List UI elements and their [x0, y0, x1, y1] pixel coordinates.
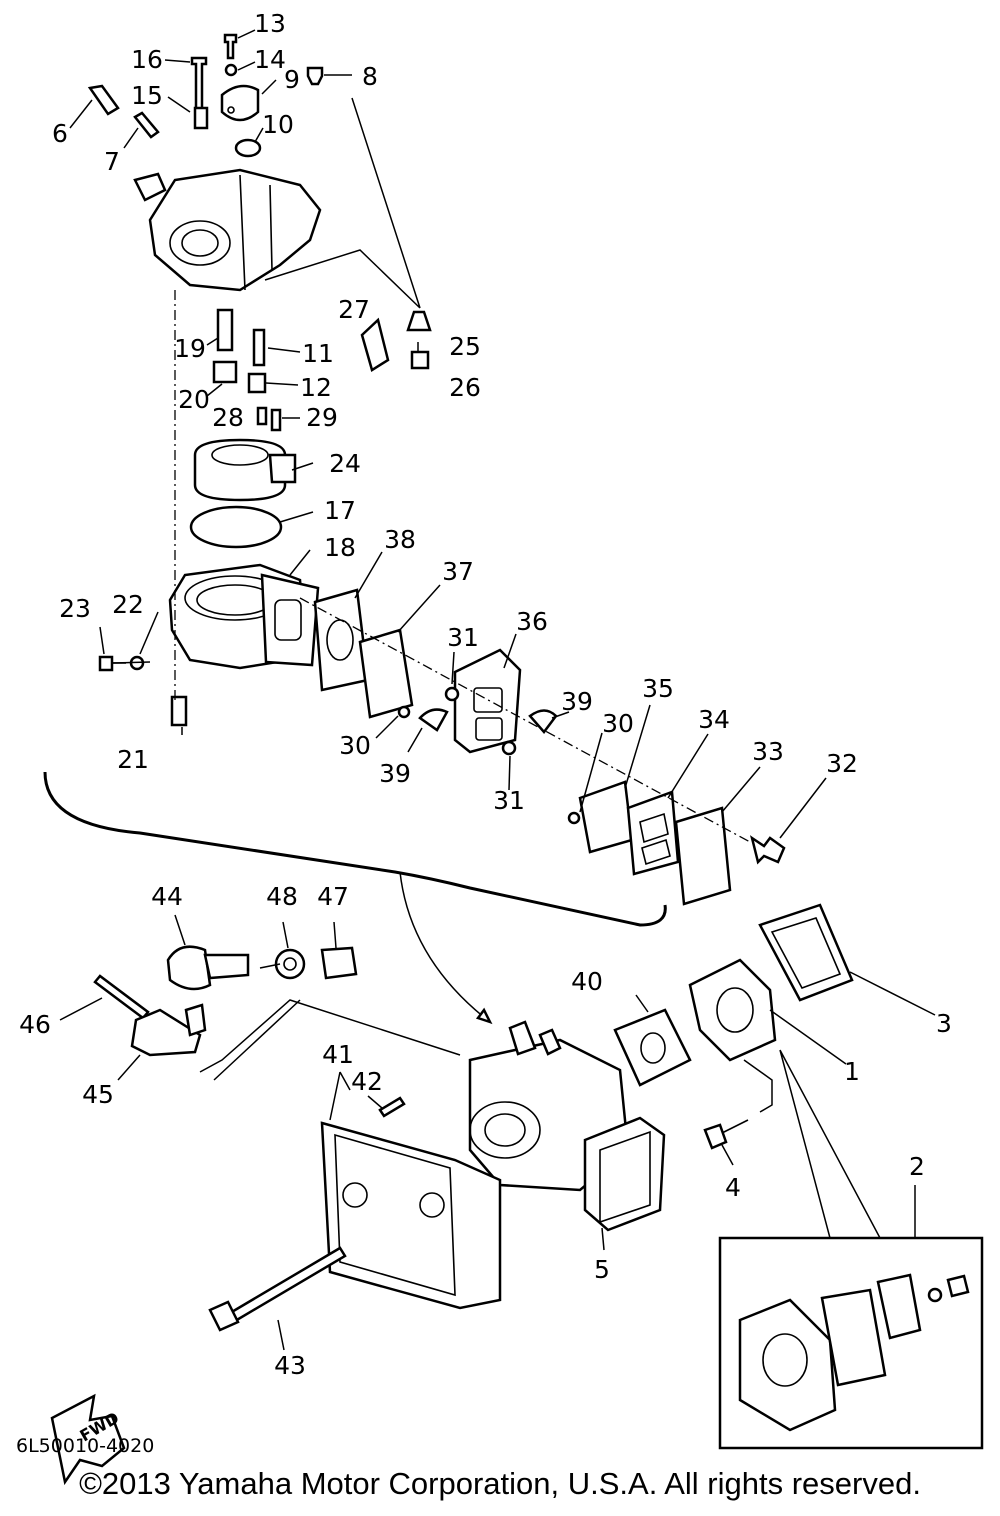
bolt-4	[703, 1119, 749, 1150]
gasket-34	[626, 790, 680, 876]
part-label-38: 38	[384, 525, 416, 554]
part-label-5: 5	[594, 1255, 610, 1284]
part-label-35: 35	[642, 674, 674, 703]
jets	[212, 308, 432, 432]
part-label-12: 12	[300, 373, 332, 402]
part-label-21: 21	[117, 745, 149, 774]
part-label-36: 36	[516, 607, 548, 636]
gasket-38	[313, 588, 370, 692]
lever-45	[130, 1003, 207, 1057]
part-label-48: 48	[266, 882, 298, 911]
float	[193, 438, 297, 502]
part-label-31a: 31	[447, 623, 479, 652]
part-label-33: 33	[752, 737, 784, 766]
copyright-notice: ©2013 Yamaha Motor Corporation, U.S.A. A…	[79, 1466, 921, 1501]
part-label-3: 3	[936, 1009, 952, 1038]
part-label-47: 47	[317, 882, 349, 911]
part-label-32: 32	[826, 749, 858, 778]
choke-clip-48-47	[274, 946, 358, 980]
part-label-45: 45	[82, 1080, 114, 1109]
part-label-7: 7	[104, 147, 120, 176]
part-label-1: 1	[844, 1057, 860, 1086]
diaphragm-35	[578, 780, 634, 854]
brace-arrow	[399, 871, 491, 1023]
silencer-41	[320, 1121, 502, 1310]
part-label-18: 18	[324, 533, 356, 562]
part-label-37: 37	[442, 557, 474, 586]
plate-37	[358, 628, 414, 719]
part-label-22: 22	[112, 590, 144, 619]
choke-knob-44	[166, 945, 250, 991]
reed-valve-1	[688, 958, 777, 1062]
cover-33	[674, 806, 732, 906]
assembly-brace	[43, 771, 667, 927]
part-label-46: 46	[19, 1010, 51, 1039]
part-label-42: 42	[351, 1067, 383, 1096]
part-label-34: 34	[698, 705, 730, 734]
part-label-17: 17	[324, 496, 356, 525]
small-parts-top	[87, 33, 324, 158]
gasket-3	[758, 903, 854, 1002]
part-label-16: 16	[131, 45, 163, 74]
gasket-40	[613, 1008, 692, 1087]
part-label-31b: 31	[493, 786, 525, 815]
float-bowl-gasket	[189, 505, 283, 549]
part-label-15: 15	[131, 81, 163, 110]
carburetor-body-upper	[133, 168, 322, 292]
part-label-30a: 30	[339, 731, 371, 760]
part-label-41: 41	[322, 1040, 354, 1069]
alignment-line	[299, 597, 751, 843]
part-label-10: 10	[262, 110, 294, 139]
part-label-14: 14	[254, 45, 286, 74]
part-label-28: 28	[212, 403, 244, 432]
part-label-9: 9	[284, 65, 300, 94]
part-label-25: 25	[449, 332, 481, 361]
pump-body-36	[397, 648, 581, 825]
part-label-40: 40	[571, 967, 603, 996]
part-label-30b: 30	[602, 709, 634, 738]
diagram-code: 6L50010-4020	[16, 1435, 154, 1457]
part-label-26: 26	[449, 373, 481, 402]
part-label-24: 24	[329, 449, 361, 478]
part-labels: 1 2 3 4 5 6 7 8 9 10 11 12 13 14 15 16 1…	[19, 9, 952, 1380]
inset-box-part-2	[718, 1236, 984, 1450]
part-label-13: 13	[254, 9, 286, 38]
part-label-8: 8	[362, 62, 378, 91]
part-label-44: 44	[151, 882, 183, 911]
brace-arrowhead	[475, 1007, 493, 1025]
bolt-43	[208, 1246, 347, 1332]
part-label-20: 20	[178, 385, 210, 414]
drain-screw-parts	[98, 655, 188, 727]
pump-cover-5	[583, 1116, 666, 1232]
part-label-4: 4	[725, 1173, 741, 1202]
part-label-39b: 39	[379, 759, 411, 788]
float-bowl	[168, 563, 320, 670]
part-label-43: 43	[274, 1351, 306, 1380]
part-label-19: 19	[174, 334, 206, 363]
part-label-11: 11	[302, 339, 334, 368]
part-label-2: 2	[909, 1152, 925, 1181]
leader-lines	[59, 29, 936, 1351]
screw-42	[378, 1096, 406, 1118]
part-label-29: 29	[306, 403, 338, 432]
part-label-27: 27	[338, 295, 370, 324]
part-label-39a: 39	[561, 687, 593, 716]
part-label-23: 23	[59, 594, 91, 623]
part-label-6: 6	[52, 119, 68, 148]
screw-32	[750, 835, 786, 865]
rod-46	[93, 974, 150, 1020]
